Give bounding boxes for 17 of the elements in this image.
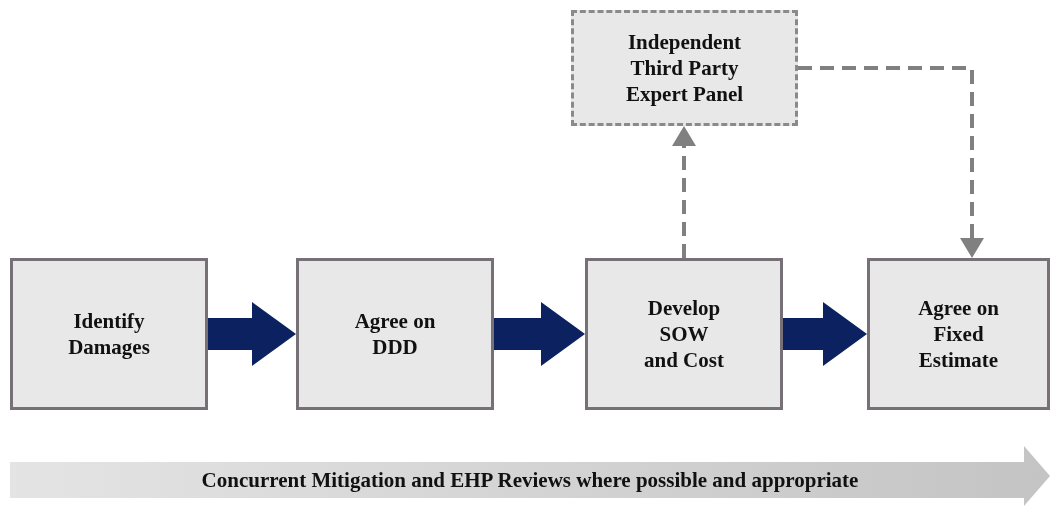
arrow [672, 126, 696, 258]
arrow [798, 66, 984, 258]
box-label: Agree on Fixed Estimate [917, 295, 1000, 373]
process-box [867, 258, 1050, 410]
box-label: Develop SOW and Cost [643, 295, 725, 373]
box-label: Identify Damages [67, 308, 151, 360]
block-arrow [494, 302, 585, 366]
block-arrow [783, 302, 867, 366]
process-box [10, 258, 208, 410]
dashed-box [571, 10, 798, 126]
box-label: Independent Third Party Expert Panel [624, 29, 745, 107]
box-label: Agree on DDD [353, 308, 437, 360]
process-band [10, 446, 1050, 506]
box-label: Concurrent Mitigation and EHP Reviews where possible and appropriate [201, 467, 859, 493]
process-box [296, 258, 494, 410]
block-arrow [208, 302, 296, 366]
process-box [585, 258, 783, 410]
